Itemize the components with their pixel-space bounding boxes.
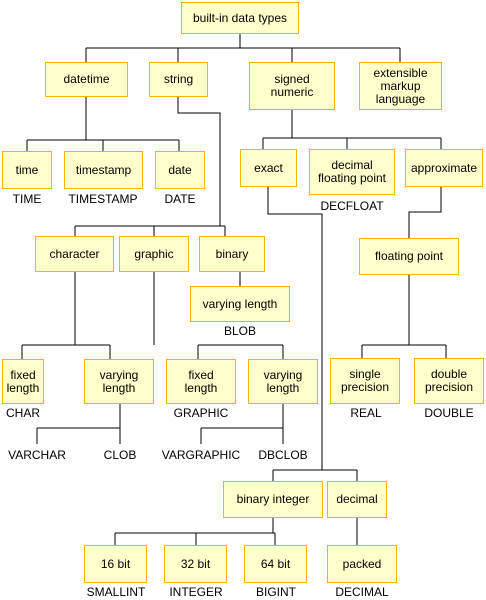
node-graphic-fixed-length: fixed length	[166, 359, 236, 404]
connector-char-varying	[36, 404, 121, 444]
node-binary-integer: binary integer	[223, 481, 323, 518]
type-char: CHAR	[5, 406, 41, 420]
type-vargraphic: VARGRAPHIC	[161, 448, 241, 462]
node-char-varying-length: varying length	[84, 359, 154, 404]
node-signed-numeric: signed numeric	[249, 62, 335, 110]
node-floating-point: floating point	[359, 238, 459, 275]
node-single-precision: single precision	[330, 358, 400, 404]
type-clob: CLOB	[103, 448, 137, 462]
node-datetime: datetime	[45, 62, 128, 97]
node-time: time	[2, 151, 52, 189]
type-timestamp: TIMESTAMP	[68, 192, 138, 206]
connector-root	[85, 34, 401, 62]
type-real: REAL	[350, 406, 382, 420]
type-smallint: SMALLINT	[86, 585, 146, 599]
connector-approximate	[408, 187, 442, 238]
type-decfloat: DECFLOAT	[320, 199, 384, 213]
connector-string	[74, 97, 226, 236]
node-built-in-data-types: built-in data types	[181, 2, 299, 34]
type-date: DATE	[164, 192, 196, 206]
type-dbclob: DBCLOB	[258, 448, 308, 462]
type-double: DOUBLE	[424, 406, 474, 420]
node-date: date	[155, 151, 205, 189]
node-graphic: graphic	[119, 236, 189, 272]
node-packed: packed	[327, 545, 397, 583]
node-decimal: decimal	[327, 481, 387, 518]
connector-binary-integer	[114, 518, 276, 545]
type-time: TIME	[12, 192, 42, 206]
connector-signed-numeric	[262, 110, 442, 149]
node-16-bit: 16 bit	[84, 545, 147, 583]
node-32-bit: 32 bit	[164, 545, 227, 583]
node-decimal-floating-point: decimal floating point	[309, 149, 395, 195]
type-bigint: BIGINT	[255, 585, 297, 599]
type-decimal: DECIMAL	[335, 585, 389, 599]
connector-graphic	[153, 272, 284, 359]
node-approximate: approximate	[405, 149, 483, 187]
node-char-fixed-length: fixed length	[2, 359, 44, 404]
node-string: string	[149, 62, 208, 97]
node-character: character	[35, 236, 114, 272]
type-blob: BLOB	[223, 324, 257, 338]
type-integer: INTEGER	[169, 585, 223, 599]
node-double-precision: double precision	[414, 358, 484, 404]
type-varchar: VARCHAR	[8, 448, 66, 462]
node-64-bit: 64 bit	[244, 545, 307, 583]
node-binary: binary	[199, 236, 265, 272]
connector-floating-point	[361, 275, 447, 358]
type-graphic: GRAPHIC	[173, 406, 229, 420]
connector-exact	[267, 187, 358, 481]
node-graphic-varying-length: varying length	[248, 359, 318, 404]
node-extensible-markup-language: extensible markup language	[359, 62, 442, 110]
node-exact: exact	[240, 149, 297, 187]
node-binary-varying-length: varying length	[190, 286, 290, 322]
connector-graphic-varying	[200, 404, 284, 444]
node-timestamp: timestamp	[64, 151, 143, 189]
connector-character	[21, 272, 111, 359]
connector-datetime	[26, 97, 180, 151]
